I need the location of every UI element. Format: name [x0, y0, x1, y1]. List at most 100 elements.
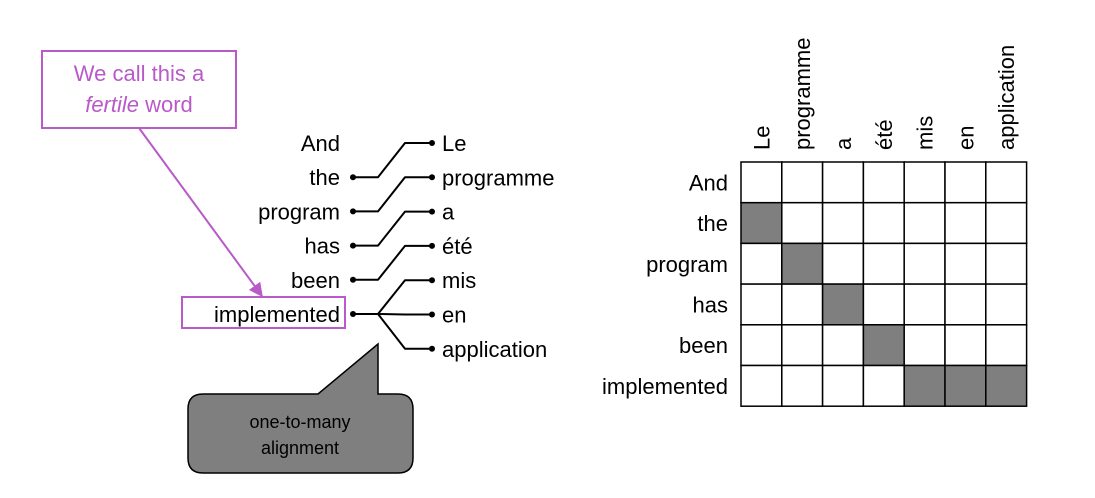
french-word-en: en	[442, 303, 466, 328]
matrix-cell-empty	[862, 242, 905, 285]
alignment-matrix: And the program has been implemented Le progra…	[602, 38, 1028, 407]
matrix-row-label-program: program	[646, 252, 728, 277]
english-word-been: been	[291, 268, 340, 293]
french-word-le: Le	[442, 131, 466, 156]
matrix-cell-empty	[821, 364, 865, 407]
fertile-note-emphasis: fertile	[85, 92, 139, 117]
english-dot-been	[350, 276, 356, 283]
fertile-note-box	[41, 50, 237, 129]
matrix-cell-empty	[821, 242, 865, 285]
matrix-cell-empty	[781, 324, 824, 367]
matrix-cell-empty	[862, 283, 905, 326]
matrix-cell-empty	[740, 161, 783, 204]
french-dot-mis	[429, 277, 435, 284]
english-dot-program	[350, 208, 356, 215]
english-word-implemented: implemented	[214, 302, 340, 327]
matrix-cell-empty	[985, 283, 1028, 326]
matrix-cell-empty	[862, 201, 905, 245]
french-dot-application	[429, 345, 435, 352]
french-dot-programme	[429, 174, 435, 181]
matrix-column-label-mis: mis	[913, 116, 938, 150]
english-word-and: And	[301, 131, 340, 156]
french-word-ete: été	[442, 234, 473, 259]
french-word-list: Le programme a été mis en application	[442, 131, 554, 362]
matrix-cell-empty	[781, 283, 824, 326]
alignment-link-implemented-application	[353, 313, 432, 350]
matrix-cell-empty	[985, 201, 1028, 245]
french-word-mis: mis	[442, 268, 476, 293]
fertile-word-highlight	[181, 296, 346, 329]
matrix-cell-filled	[781, 242, 824, 285]
matrix-cell-empty	[740, 364, 783, 407]
matrix-row-label-has: has	[693, 292, 728, 317]
fertile-note-line2: fertile word	[85, 92, 193, 117]
matrix-row-label-and: And	[689, 170, 728, 195]
french-word-a: a	[442, 200, 455, 225]
matrix-cell-empty	[862, 364, 905, 407]
matrix-cell-filled	[903, 364, 946, 407]
alignment-link-the-le	[353, 142, 432, 179]
matrix-column-label-ete: été	[872, 119, 897, 150]
english-word-the: the	[309, 165, 340, 190]
french-dot-en	[429, 311, 435, 318]
callout-line2: alignment	[261, 438, 339, 458]
matrix-cell-filled	[985, 364, 1028, 407]
matrix-cell-empty	[944, 283, 987, 326]
matrix-cell-empty	[740, 283, 783, 326]
matrix-cell-empty	[821, 161, 865, 204]
matrix-cell-empty	[903, 201, 946, 245]
matrix-cell-empty	[781, 161, 824, 204]
one-to-many-callout: one-to-many alignment	[187, 342, 414, 474]
matrix-cell-empty	[740, 324, 783, 367]
matrix-cell-empty	[985, 324, 1028, 367]
callout-bubble	[187, 342, 414, 474]
matrix-cells	[740, 161, 1028, 407]
matrix-cell-empty	[781, 201, 824, 245]
fertile-note-line2-rest: word	[139, 92, 193, 117]
matrix-cell-empty	[821, 324, 865, 367]
matrix-row-label-the: the	[697, 211, 728, 236]
french-dot-ete	[429, 242, 435, 249]
english-dot-the	[350, 174, 356, 181]
matrix-cell-empty	[903, 242, 946, 285]
french-word-programme: programme	[442, 165, 554, 190]
fertile-note-arrow	[138, 127, 263, 298]
matrix-cell-empty	[903, 283, 946, 326]
matrix-cell-empty	[821, 201, 865, 245]
matrix-cell-empty	[781, 364, 824, 407]
french-dot-le	[429, 140, 435, 146]
matrix-cell-empty	[944, 242, 987, 285]
matrix-cell-filled	[740, 201, 783, 245]
matrix-cell-filled	[862, 324, 905, 367]
alignment-link-implemented-mis	[353, 279, 432, 315]
matrix-column-label-application: application	[994, 45, 1019, 150]
matrix-column-label-a: a	[831, 137, 856, 150]
matrix-cell-empty	[903, 324, 946, 367]
matrix-row-label-implemented: implemented	[602, 374, 728, 399]
alignment-link-been-ete	[353, 244, 432, 281]
matrix-cell-empty	[740, 242, 783, 285]
alignment-links	[350, 140, 435, 352]
fertile-note: We call this a fertile word	[41, 50, 263, 298]
alignment-link-program-programme	[353, 176, 432, 213]
french-word-application: application	[442, 337, 547, 362]
alignment-link-has-a	[353, 210, 432, 247]
english-dot-has	[350, 242, 356, 249]
fertile-note-line1: We call this a	[74, 61, 205, 86]
matrix-cell-empty	[944, 324, 987, 367]
matrix-cell-empty	[985, 161, 1028, 204]
matrix-row-label-been: been	[679, 333, 728, 358]
matrix-cell-empty	[903, 161, 946, 204]
matrix-row-labels: And the program has been implemented	[602, 170, 728, 399]
english-word-has: has	[305, 234, 340, 259]
matrix-cell-empty	[944, 201, 987, 245]
matrix-cell-empty	[862, 161, 905, 204]
matrix-column-label-le: Le	[749, 126, 774, 150]
matrix-cell-empty	[944, 161, 987, 204]
callout-line1: one-to-many	[249, 412, 350, 432]
matrix-column-label-en: en	[953, 126, 978, 150]
matrix-cell-filled	[821, 283, 865, 326]
